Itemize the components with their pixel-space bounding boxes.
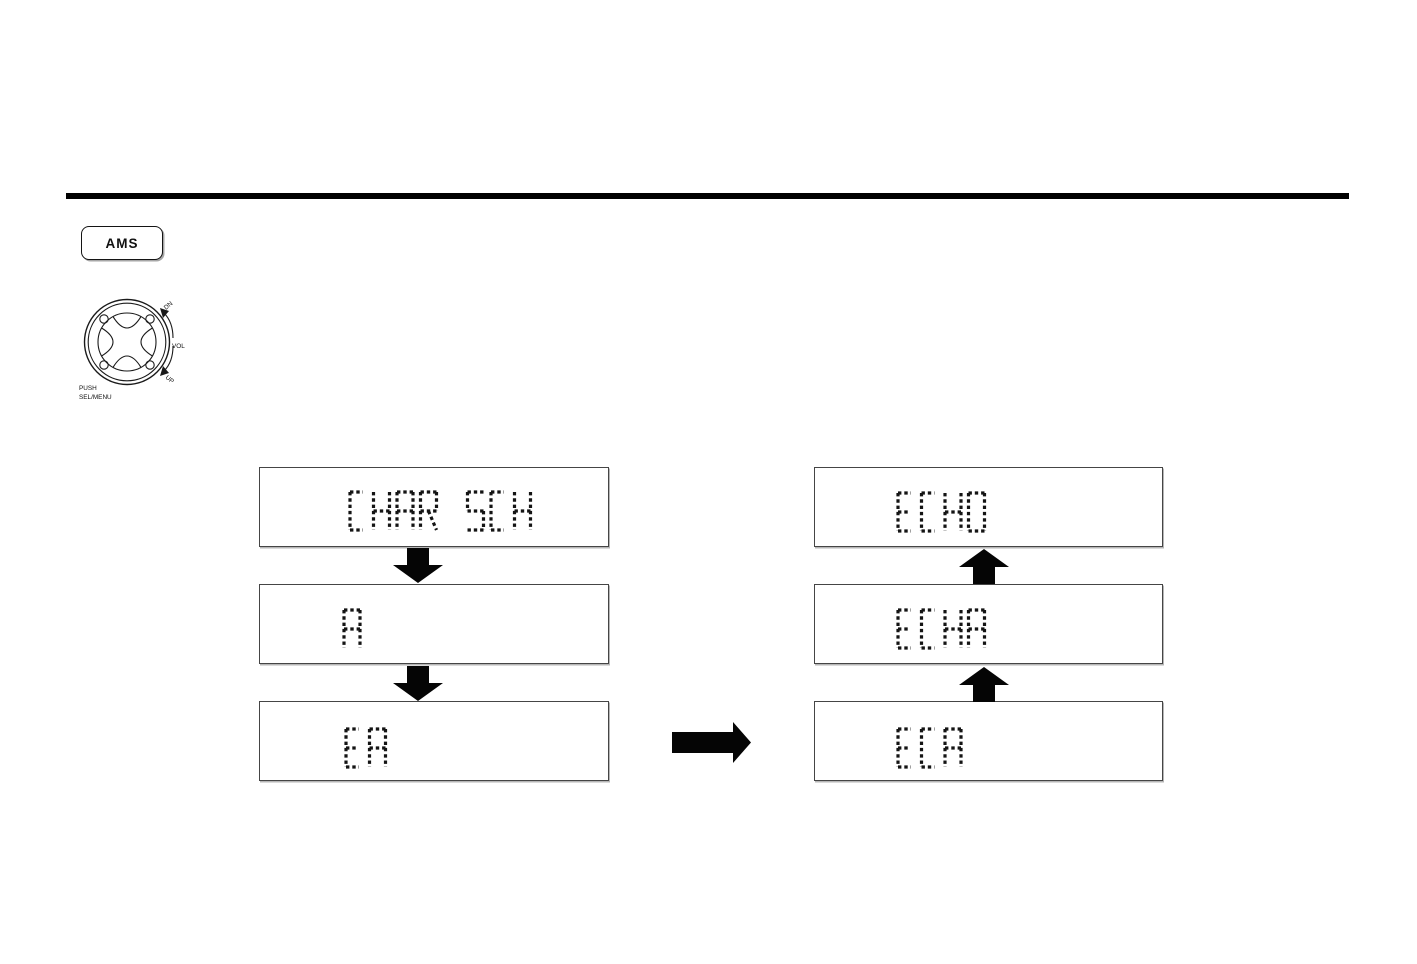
lcd-text: [896, 726, 1162, 775]
knob-label-sel-menu: SEL/MENU: [79, 394, 112, 401]
arrow-right-icon: [672, 722, 751, 763]
arrow-down-icon: [393, 548, 443, 583]
lcd-display-box: [259, 467, 609, 547]
knob-label-push: PUSH: [79, 385, 97, 392]
lcd-text: [342, 607, 608, 656]
lcd-display-box: [259, 701, 609, 781]
lcd-text: [896, 607, 1162, 656]
knob-body: [83, 298, 174, 386]
lcd-display-box: [814, 584, 1163, 664]
knob-label-up: UP: [164, 374, 175, 385]
arrow-up-icon: [959, 667, 1009, 702]
rotate-arrowhead-down-icon: [160, 366, 169, 376]
lcd-text: [344, 726, 608, 775]
rotary-knob-illustration: DN VOL UP PUSH SEL/MENU: [79, 298, 185, 401]
arrow-down-icon: [393, 666, 443, 701]
lcd-text: [348, 489, 608, 538]
rotate-arrowhead-up-icon: [160, 308, 169, 318]
section-divider: [66, 193, 1349, 199]
lcd-display-box: [259, 584, 609, 664]
knob-label-vol: VOL: [172, 343, 185, 350]
knob-label-dn: DN: [163, 300, 175, 312]
ams-button-label: AMS: [105, 235, 139, 251]
lcd-text: [896, 490, 1162, 539]
ams-button: AMS: [81, 226, 163, 260]
arrow-up-icon: [959, 549, 1009, 584]
lcd-display-box: [814, 467, 1163, 547]
lcd-display-box: [814, 701, 1163, 781]
